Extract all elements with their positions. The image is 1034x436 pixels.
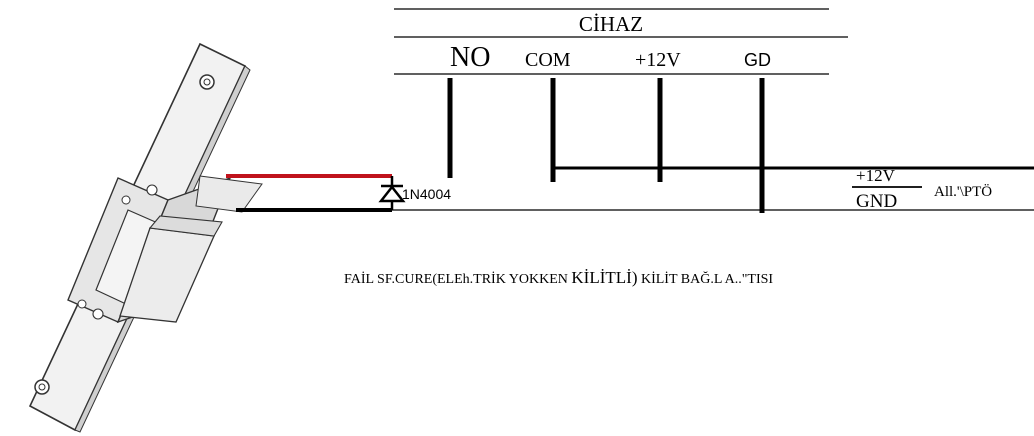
psu-positive-label: +12V [856,166,896,185]
caption: FAİL SF.CURE(ELEh.TRİK YOKKEN KİLİTLİ) K… [344,268,773,287]
diode-icon [378,176,406,210]
terminal-com: COM [525,49,571,71]
diode-label: 1N4004 [402,186,451,202]
terminal-no: NO [450,42,490,73]
psu-negative-label: GND [856,191,897,212]
adapter-label: All.'\PTÖ [934,183,992,200]
caption-part-2: KİLİTLİ) [571,268,637,287]
terminal-gd: GD [744,50,771,70]
caption-part-3: KİLİT BAĞ.L A.."TISI [637,270,773,287]
device-title: CİHAZ [579,12,643,36]
device-table [394,8,848,75]
caption-part-1: FAİL SF.CURE(ELEh.TRİK YOKKEN [344,271,571,287]
electric-strike-lock-icon [28,42,263,433]
terminal-12v: +12V [635,49,681,71]
